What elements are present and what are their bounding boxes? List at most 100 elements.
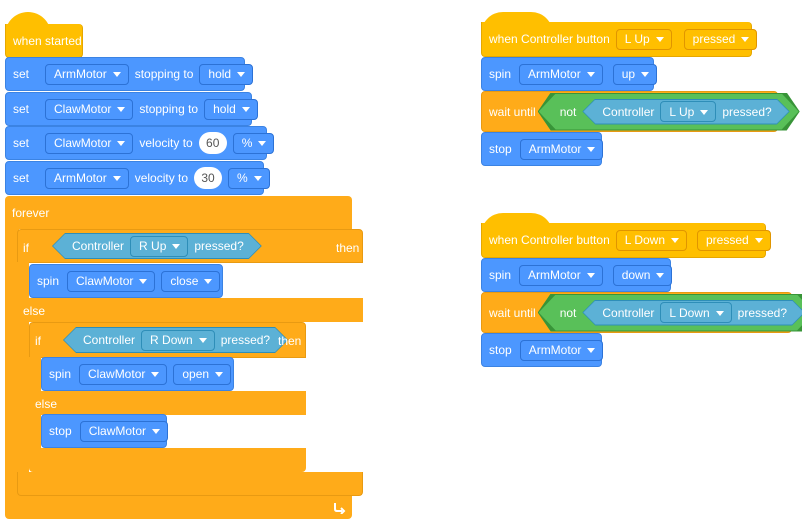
motor-dropdown[interactable]: ClawMotor	[79, 363, 168, 385]
motor-dropdown[interactable]: ClawMotor	[79, 420, 169, 442]
when-controller-lup-block[interactable]: when Controller button L Up pressed	[481, 22, 758, 57]
when-started-label: when started	[13, 33, 82, 48]
direction-dropdown[interactable]: close	[161, 270, 221, 292]
hat-label: when Controller button	[489, 32, 610, 46]
set-label: set	[13, 102, 30, 116]
controller-pressed-sensor[interactable]: Controller L Down pressed?	[582, 300, 802, 326]
else-section	[17, 298, 363, 322]
chevron-down-icon	[117, 141, 126, 146]
velocity-input[interactable]: 60	[198, 132, 227, 154]
wait-until-ldown-block[interactable]: wait until not Controller L Down pressed…	[481, 292, 792, 333]
direction-dropdown[interactable]: open	[173, 363, 232, 385]
motor-dropdown[interactable]: ArmMotor	[45, 167, 129, 189]
forever-block[interactable]	[5, 196, 352, 229]
set-label: set	[13, 67, 30, 81]
set-claw-stopping-block[interactable]: set ClawMotor stopping to hold	[5, 92, 258, 126]
when-started-block[interactable]: when started	[5, 24, 83, 58]
else-label: else	[35, 397, 58, 411]
set-arm-velocity-block[interactable]: set ArmMotor velocity to 30 %	[5, 161, 270, 195]
motor-dropdown[interactable]: ArmMotor	[519, 339, 604, 361]
wait-until-label: wait until	[489, 104, 536, 119]
motor-dropdown[interactable]: ArmMotor	[45, 63, 129, 85]
if-left-arm	[17, 262, 29, 472]
loop-arrow-icon	[334, 503, 346, 514]
chevron-down-icon	[237, 72, 246, 77]
chevron-down-icon	[716, 311, 724, 316]
button-dropdown[interactable]: L Down	[660, 302, 731, 323]
controller-label: Controller	[602, 104, 655, 119]
unit-dropdown[interactable]: %	[228, 167, 270, 189]
controller-pressed-sensor[interactable]: Controller R Up pressed?	[52, 233, 262, 259]
when-controller-ldown-block[interactable]: when Controller button L Down pressed	[481, 223, 771, 258]
pressed-label: pressed?	[737, 305, 788, 320]
stopping-dropdown[interactable]: hold	[204, 98, 258, 120]
event-dropdown[interactable]: pressed	[683, 28, 758, 50]
chevron-down-icon	[139, 279, 148, 284]
chevron-down-icon	[172, 244, 180, 249]
direction-dropdown[interactable]: up	[612, 63, 658, 85]
forever-left-arm	[5, 228, 19, 496]
spin-claw-open-block[interactable]: spin ClawMotor open	[41, 357, 234, 391]
spin-claw-close-block[interactable]: spin ClawMotor close	[29, 264, 223, 298]
chevron-down-icon	[671, 238, 679, 243]
velocity-to-label: velocity to	[134, 171, 189, 185]
stopping-to-label: stopping to	[139, 102, 199, 116]
velocity-input[interactable]: 30	[194, 167, 223, 189]
inner-else-section	[29, 391, 306, 415]
event-dropdown[interactable]: pressed	[697, 229, 771, 251]
chevron-down-icon	[641, 72, 650, 77]
if-label: if	[23, 241, 29, 255]
stop-claw-block[interactable]: stop ClawMotor	[41, 414, 169, 448]
controller-label: Controller	[602, 305, 655, 320]
controller-pressed-sensor[interactable]: Controller R Down pressed?	[63, 327, 288, 353]
then-label: then	[336, 241, 360, 255]
not-operator[interactable]: not Controller L Down pressed?	[538, 294, 802, 332]
controller-pressed-sensor[interactable]: Controller L Up pressed?	[582, 99, 789, 125]
stop-arm-lup-block[interactable]: stop ArmMotor	[481, 132, 604, 166]
button-dropdown[interactable]: L Up	[615, 28, 672, 50]
stop-arm-ldown-block[interactable]: stop ArmMotor	[481, 333, 604, 367]
set-label: set	[13, 171, 30, 185]
chevron-down-icon	[700, 110, 708, 115]
set-claw-velocity-block[interactable]: set ClawMotor velocity to 60 %	[5, 126, 275, 160]
chevron-down-icon	[112, 176, 121, 181]
motor-dropdown[interactable]: ArmMotor	[519, 264, 603, 286]
motor-dropdown[interactable]: ArmMotor	[519, 138, 604, 160]
chevron-down-icon	[253, 176, 262, 181]
velocity-to-label: velocity to	[139, 136, 193, 150]
button-dropdown[interactable]: R Down	[141, 330, 215, 351]
else-label: else	[23, 304, 46, 318]
not-operator[interactable]: not Controller L Up pressed?	[538, 93, 800, 131]
hat-label: when Controller button	[489, 233, 610, 247]
r-up-condition: Controller R Up pressed?	[52, 233, 268, 259]
direction-dropdown[interactable]: down	[612, 264, 673, 286]
r-down-condition: Controller R Down pressed?	[63, 327, 294, 353]
set-label: set	[13, 136, 30, 150]
button-dropdown[interactable]: L Up	[660, 101, 716, 122]
outer-if-bottom	[17, 472, 363, 496]
motor-dropdown[interactable]: ArmMotor	[519, 63, 603, 85]
chevron-down-icon	[241, 107, 250, 112]
button-dropdown[interactable]: L Down	[615, 229, 687, 251]
pressed-label: pressed?	[220, 333, 271, 347]
spin-arm-up-block[interactable]: spin ArmMotor up	[481, 57, 658, 91]
set-arm-stopping-block[interactable]: set ArmMotor stopping to hold	[5, 57, 254, 91]
wait-until-lup-block[interactable]: wait until not Controller L Up pressed?	[481, 91, 778, 132]
inner-if-bottom	[29, 448, 306, 472]
chevron-down-icon	[204, 279, 213, 284]
stopping-dropdown[interactable]: hold	[199, 63, 254, 85]
motor-dropdown[interactable]: ClawMotor	[45, 132, 134, 154]
chevron-down-icon	[151, 372, 160, 377]
spin-label: spin	[489, 268, 512, 282]
spin-arm-down-block[interactable]: spin ArmMotor down	[481, 258, 673, 292]
button-dropdown[interactable]: R Up	[130, 236, 188, 257]
motor-dropdown[interactable]: ClawMotor	[67, 270, 156, 292]
wait-until-label: wait until	[489, 305, 536, 320]
if-label: if	[35, 334, 41, 348]
motor-dropdown[interactable]: ClawMotor	[45, 98, 134, 120]
stop-label: stop	[489, 142, 512, 156]
forever-bottom	[5, 495, 352, 519]
unit-dropdown[interactable]: %	[232, 132, 275, 154]
forever-label: forever	[12, 206, 50, 220]
chevron-down-icon	[258, 141, 267, 146]
